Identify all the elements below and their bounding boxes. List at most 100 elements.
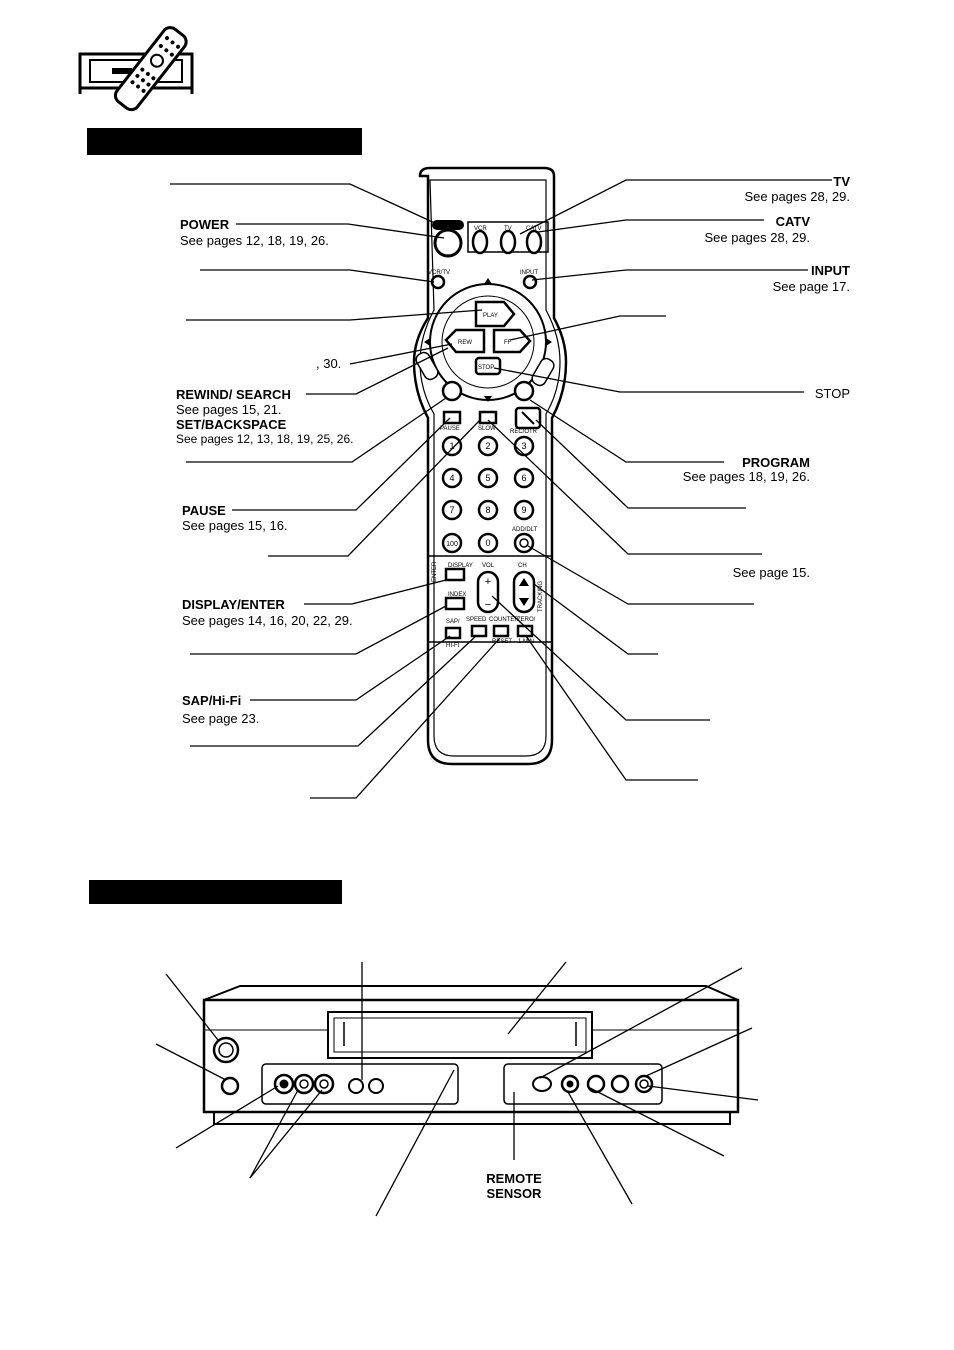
- add-dlt-button[interactable]: [513, 532, 535, 554]
- remote-section-header-bar: [87, 128, 362, 155]
- vcr-remote-thumbnail-icon: [78, 26, 194, 112]
- tv-button[interactable]: [499, 229, 517, 255]
- program-button[interactable]: [513, 380, 535, 402]
- digit-1-text: 1: [449, 441, 454, 451]
- ref-program: See pages 18, 19, 26.: [682, 469, 810, 484]
- btn-catv-text: CATV: [526, 226, 542, 232]
- btn-counter-text: COUNTER: [489, 617, 519, 623]
- btn-play-text: PLAY: [483, 313, 498, 319]
- display-enter-button[interactable]: [444, 567, 466, 582]
- ref-play-partial: , 30.: [316, 356, 342, 371]
- front-power-button[interactable]: [212, 1036, 240, 1064]
- label-program: PROGRAM: [742, 455, 810, 470]
- btn-add-dlt-text: ADD/DLT: [512, 527, 538, 533]
- btn-sap-text: SAP/: [446, 619, 460, 625]
- btn-speed-text: SPEED: [466, 617, 487, 623]
- digit-5-button[interactable]: [477, 467, 499, 489]
- btn-tmr-text: 1 MIN: [518, 639, 534, 645]
- btn-pause-text: PAUSE: [440, 426, 460, 432]
- vcr-button[interactable]: [471, 229, 489, 255]
- cassette-slot: [327, 1011, 593, 1059]
- digit-9-text: 9: [521, 505, 526, 515]
- remote-button-captions: VCR TV CATV VCR/TV INPUT PLAY REW FF STO…: [428, 226, 544, 649]
- ref-slow: See page 15.: [732, 565, 810, 580]
- remote-digit-captions: 1 2 3 4 5 6 7 8 9 100 0 + −: [446, 441, 526, 611]
- btn-enter-text: ENTER: [432, 561, 438, 582]
- label-input: INPUT: [811, 263, 850, 278]
- digit-0-button[interactable]: [477, 532, 499, 554]
- audio-l-jack[interactable]: [293, 1073, 315, 1095]
- ref-catv: See pages 28, 29.: [704, 230, 810, 245]
- btn-slow-text: SLOW: [478, 426, 496, 432]
- digit-1-button[interactable]: [441, 435, 463, 457]
- digit-5-text: 5: [485, 473, 490, 483]
- digit-7-text: 7: [449, 505, 454, 515]
- label-display-enter: DISPLAY/ENTER: [182, 597, 285, 612]
- ref-input: See page 17.: [772, 279, 850, 294]
- digit-2-button[interactable]: [477, 435, 499, 457]
- digit-4-text: 4: [449, 473, 454, 483]
- ff-button[interactable]: [492, 328, 532, 354]
- label-power: POWER: [180, 217, 230, 232]
- digit-6-text: 6: [521, 473, 526, 483]
- audio-r-jack[interactable]: [313, 1073, 335, 1095]
- front-rec-button[interactable]: [634, 1074, 654, 1094]
- digit-8-text: 8: [485, 505, 490, 515]
- btn-tv-text: TV: [504, 226, 512, 232]
- btn-ch-text: CH: [518, 563, 527, 569]
- front-ff-button[interactable]: [610, 1074, 630, 1094]
- front-stop-eject-button[interactable]: [532, 1076, 552, 1092]
- vol-rocker[interactable]: [476, 570, 500, 614]
- btn-vol-text: VOL: [482, 563, 495, 569]
- btn-stop-text: STOP: [478, 365, 494, 371]
- btn-ff-text: FF: [504, 340, 512, 346]
- label-pause: PAUSE: [182, 503, 226, 518]
- label-set-backspace: SET/BACKSPACE: [176, 417, 287, 432]
- stop-button[interactable]: [474, 356, 502, 376]
- catv-button[interactable]: [525, 229, 543, 255]
- label-rewind-search: REWIND/ SEARCH: [176, 387, 291, 402]
- set-backspace-button[interactable]: [441, 380, 463, 402]
- counter-reset-button[interactable]: [492, 624, 510, 638]
- ref-sap-hifi: See page 23.: [182, 711, 260, 726]
- btn-rec-text: REC/OTR: [510, 429, 538, 435]
- digit-0-text: 0: [485, 538, 490, 548]
- digit-100-button[interactable]: [441, 532, 463, 554]
- digit-7-button[interactable]: [441, 499, 463, 521]
- index-button[interactable]: [444, 596, 466, 611]
- ref-set-backspace: See pages 12, 13, 18, 19, 25, 26.: [176, 432, 354, 446]
- front-vcrtv-button[interactable]: [220, 1076, 240, 1096]
- power-button[interactable]: [433, 228, 463, 258]
- input-button[interactable]: [522, 274, 538, 290]
- remote-control: [412, 166, 568, 766]
- front-ch-up-button[interactable]: [368, 1078, 384, 1094]
- digit-100-text: 100: [446, 541, 458, 548]
- label-stop: STOP: [814, 386, 850, 401]
- rewind-button[interactable]: [444, 328, 486, 354]
- remote-leader-lines: [170, 179, 832, 799]
- digit-8-button[interactable]: [477, 499, 499, 521]
- slow-button[interactable]: [478, 410, 498, 425]
- pause-button[interactable]: [442, 410, 462, 425]
- digit-9-button[interactable]: [513, 499, 535, 521]
- ref-power: See pages 12, 18, 19, 26.: [180, 233, 329, 248]
- play-button[interactable]: [474, 300, 516, 328]
- ref-display-enter: See pages 14, 16, 20, 22, 29.: [182, 613, 353, 628]
- btn-input-text: INPUT: [520, 270, 538, 276]
- label-sap-hifi: SAP/Hi-Fi: [182, 693, 242, 708]
- digit-6-button[interactable]: [513, 467, 535, 489]
- front-play-button[interactable]: [586, 1074, 606, 1094]
- remote-buttons: [415, 220, 555, 640]
- btn-hifi-text: HI-FI: [446, 643, 460, 649]
- sap-hifi-button[interactable]: [444, 626, 462, 640]
- btn-vcrtv-text: VCR/TV: [428, 270, 450, 276]
- speed-button[interactable]: [470, 624, 488, 638]
- front-ch-down-button[interactable]: [348, 1078, 364, 1094]
- ch-rocker[interactable]: [512, 570, 536, 614]
- label-remote-sensor: REMOTE SENSOR: [486, 1171, 542, 1201]
- digit-4-button[interactable]: [441, 467, 463, 489]
- btn-display-text: DISPLAY: [448, 563, 473, 569]
- digit-2-text: 2: [485, 441, 490, 451]
- btn-index-text: INDEX: [448, 592, 466, 598]
